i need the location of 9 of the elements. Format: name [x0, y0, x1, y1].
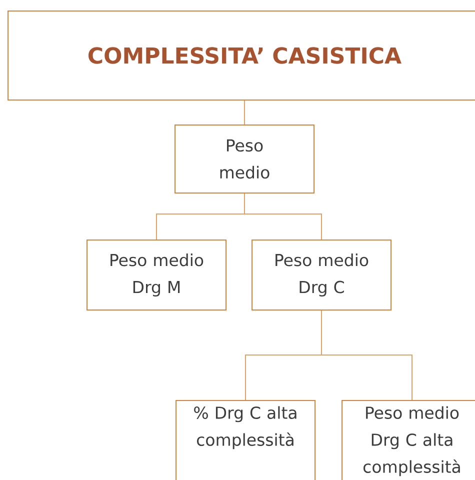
text-box: Peso medio Drg C alta complessità [342, 400, 475, 480]
connector-line [321, 310, 412, 400]
text-box: Peso medio Drg C [252, 240, 392, 310]
connector-line [244, 193, 322, 240]
title-box: COMPLESSITA’ CASISTICA [8, 10, 475, 100]
connector-line [244, 100, 245, 125]
text-box: Peso medio [174, 124, 314, 194]
text-box: % Drg C alta complessità [176, 400, 316, 480]
text-box: Peso medio Drg M [86, 240, 226, 310]
